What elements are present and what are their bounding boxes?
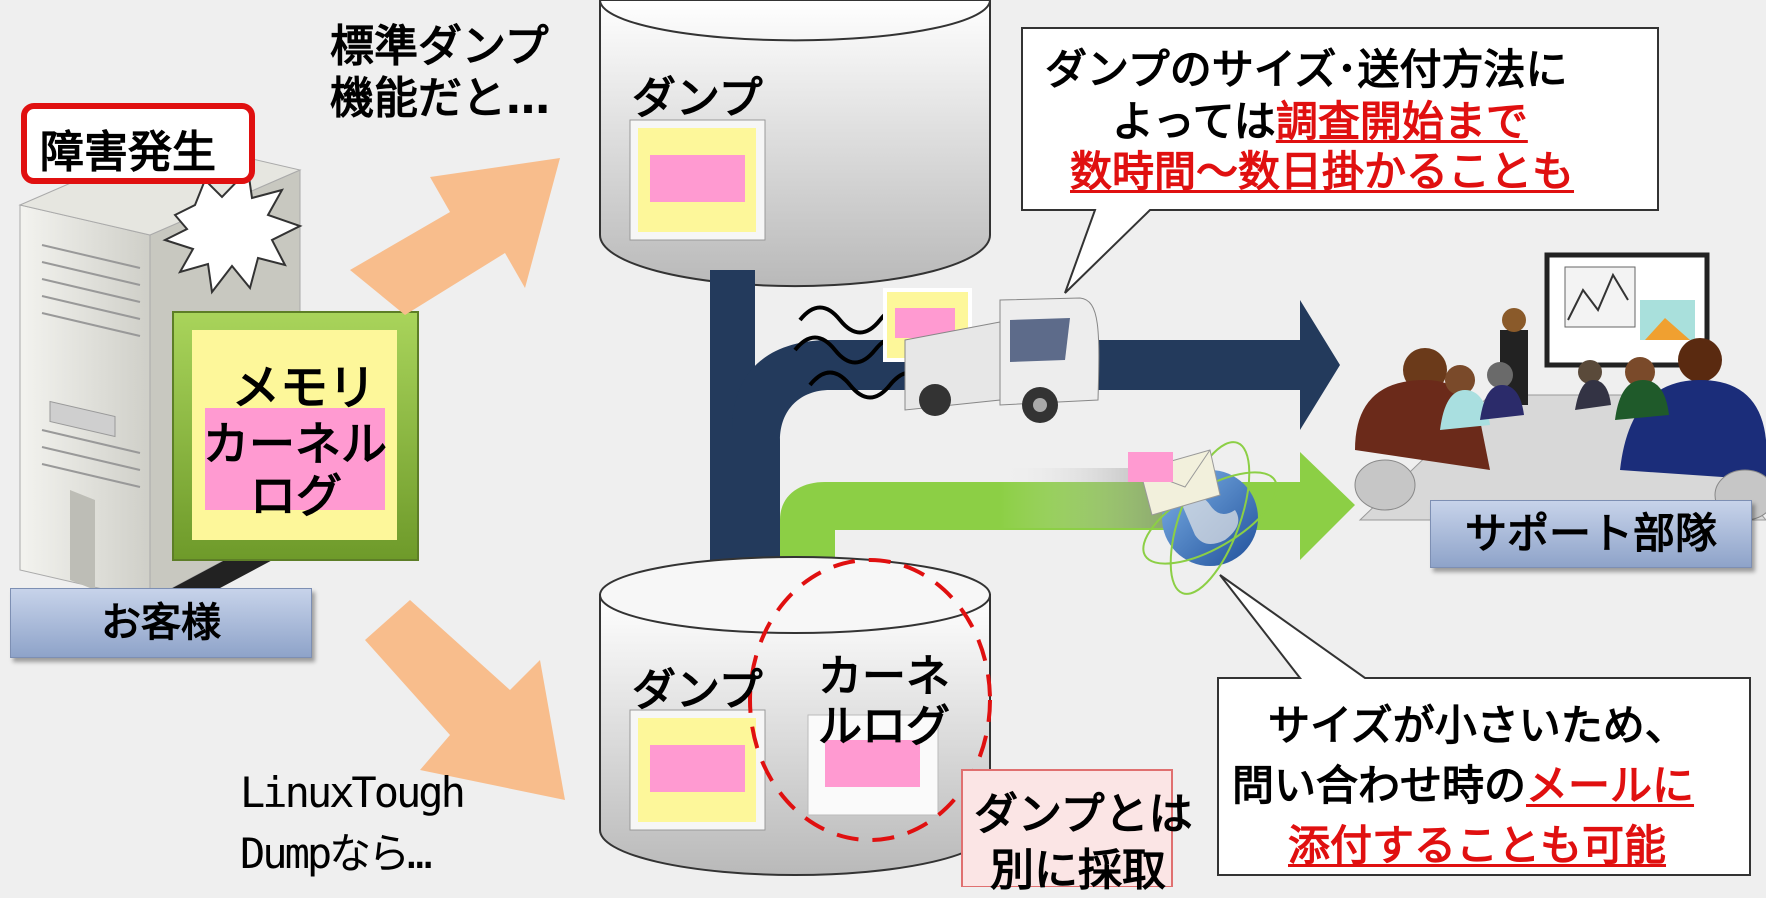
kernel-bottom-label-line2: ルログ [818,701,950,752]
incident-label: 障害発生 [40,127,216,178]
callout-bottom-line2-plain: 問い合わせ時の [1232,761,1527,810]
kernel-bottom-label-line1: カーネ [818,651,950,702]
ltd-caption-line1: LinuxTough [240,768,466,817]
callout-top-line1: ダンプのサイズ･送付方法に [1045,45,1568,94]
callout-top-line2-red: 調査開始まで [1275,97,1528,146]
ltd-caption-line2: Dumpなら… [240,829,432,878]
callout-top-line2: よっては調査開始まで [1112,88,1528,149]
explosion-icon [162,167,303,295]
standard-dump-caption-line1: 標準ダンプ [330,21,549,72]
standard-dump-caption-line2: 機能だと… [330,73,550,124]
separate-capture-label-line1: ダンプとは [974,789,1193,840]
callout-bottom-line3: 添付することも可能 [1288,821,1667,870]
ltd-dump-storage [599,556,991,876]
customer-label: お客様 [10,588,312,658]
mail-icon [1128,449,1221,516]
dump-top-label: ダンプ [632,73,763,124]
arrow-to-standard-dump [350,158,560,315]
callout-top-line3: 数時間～数日掛かることも [1070,147,1575,196]
memory-label: メモリ [232,360,377,416]
callout-top-box [1021,27,1659,294]
callout-bottom-line2-red: メールに [1526,761,1695,810]
kernel-log-label-line1: カーネル [203,417,387,471]
memory-box [172,311,419,561]
support-team-label: サポート部隊 [1430,500,1752,568]
incident-label-box [21,103,255,184]
support-team-meeting-icon [1354,252,1766,521]
separate-capture-box [961,769,1173,887]
dump-bottom-label: ダンプ [632,665,763,716]
standard-dump-storage [599,0,991,288]
slow-transfer-arrow [710,270,1340,570]
separate-capture-label-line2: 別に採取 [990,845,1166,896]
arrow-to-ltd-dump [365,600,565,800]
callout-bottom-line1: サイズが小さいため、 [1268,701,1687,750]
callout-bottom-box [1217,574,1751,876]
truck-icon [883,288,1100,423]
callout-top-line2-plain: よっては [1112,97,1276,146]
kernel-log-highlight-circle [748,558,992,842]
callout-bottom-line2: 問い合わせ時のメールに [1232,752,1694,813]
kernel-log-label-line2: ログ [250,469,342,523]
